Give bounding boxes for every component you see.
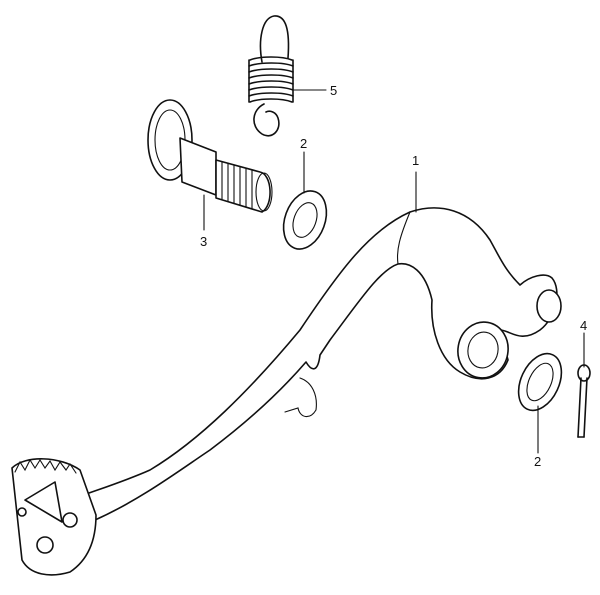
callout-4: 4	[580, 318, 587, 333]
cotter-pin	[577, 364, 591, 438]
return-spring	[248, 15, 294, 137]
callout-3: 3	[200, 234, 207, 249]
washer-lower	[517, 352, 563, 412]
callout-1: 1	[412, 153, 419, 168]
pedal-step-plate	[11, 458, 97, 576]
brake-pedal	[11, 207, 562, 576]
callout-5: 5	[330, 83, 337, 98]
washer-upper	[282, 190, 328, 250]
pivot-bolt	[147, 99, 273, 213]
callout-2-upper: 2	[300, 136, 307, 151]
leader-lines	[203, 89, 585, 454]
callout-2-lower: 2	[534, 454, 541, 469]
